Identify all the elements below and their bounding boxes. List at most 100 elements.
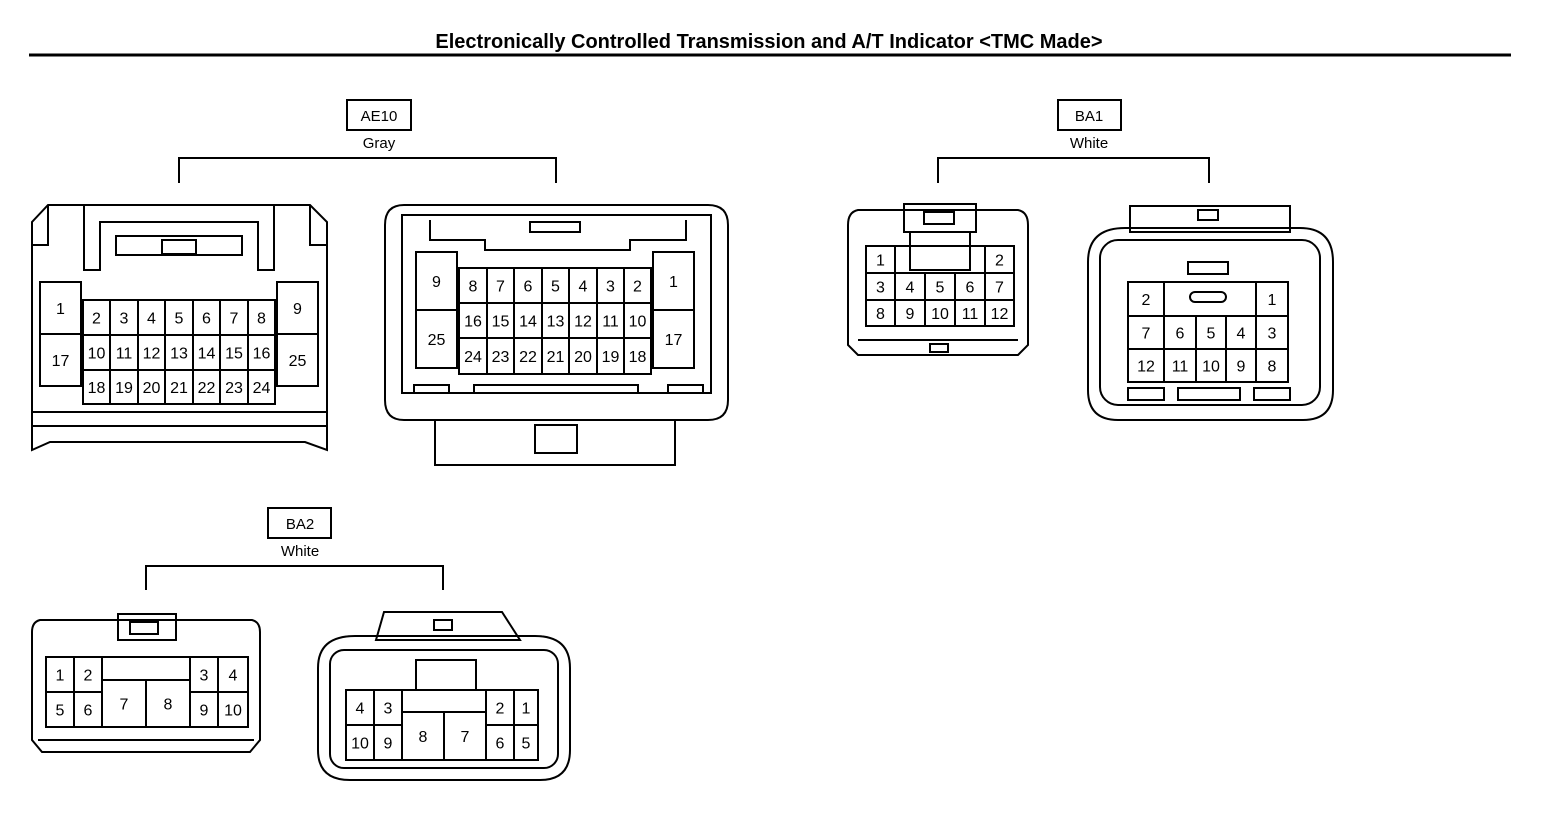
pin-cell <box>458 337 488 375</box>
pin-cell <box>652 309 695 369</box>
housing-detail <box>929 343 949 353</box>
ae10-left-housing <box>31 204 328 452</box>
pin-label: 2 <box>1142 292 1151 309</box>
ae10-left-latch-inner <box>115 235 243 256</box>
pin-label: 5 <box>175 311 184 328</box>
pin-label: 7 <box>995 280 1004 297</box>
pin-cell <box>568 267 598 304</box>
pin-label: 5 <box>522 736 531 753</box>
pin-label: 10 <box>1202 359 1220 376</box>
pin-label: 4 <box>356 701 365 718</box>
pin-label: 12 <box>574 314 592 331</box>
pin-label: 6 <box>966 280 975 297</box>
pin-label: 9 <box>906 306 915 323</box>
ba1-left-latch <box>903 203 977 233</box>
pin-label: 13 <box>170 346 188 363</box>
pin-label: 5 <box>1207 326 1216 343</box>
pin-label: 2 <box>84 668 93 685</box>
pin-label: 2 <box>496 701 505 718</box>
pin-label: 25 <box>289 353 307 370</box>
pin-cell <box>164 369 194 405</box>
housing-detail <box>415 659 477 691</box>
pin-label: 14 <box>519 314 537 331</box>
housing-detail <box>1177 387 1241 401</box>
pin-label: 5 <box>936 280 945 297</box>
pin-label: 4 <box>579 279 588 296</box>
pin-cell <box>1195 315 1227 350</box>
pin-cell <box>865 245 896 274</box>
pin-label: 10 <box>224 703 242 720</box>
pin-label: 21 <box>170 380 188 397</box>
pin-label: 12 <box>143 346 161 363</box>
pin-cell <box>894 272 926 301</box>
pin-label: 11 <box>1172 359 1189 376</box>
ba1-code-label: BA1 <box>1075 108 1103 125</box>
pin-cell <box>217 691 249 728</box>
pin-label: 20 <box>143 380 161 397</box>
ba2-right-inner <box>329 649 559 769</box>
ba1-bracket <box>937 157 1210 183</box>
pin-cell <box>894 299 926 327</box>
pin-cell <box>541 337 570 375</box>
pin-label: 7 <box>230 311 239 328</box>
ba2-left-lock <box>129 621 159 635</box>
pin-label: 2 <box>995 253 1004 270</box>
ae10-code-box <box>346 99 412 131</box>
pin-cell <box>1163 348 1197 383</box>
ba2-left-latch <box>117 613 177 641</box>
pin-label: 10 <box>351 736 369 753</box>
pin-label: 18 <box>629 349 647 366</box>
housing-detail <box>32 205 49 246</box>
pin-label: 5 <box>56 703 65 720</box>
ba2-left-housing <box>31 619 261 753</box>
pin-label: 1 <box>1268 292 1277 309</box>
pin-label: 15 <box>492 314 510 331</box>
pin-label: 1 <box>522 701 531 718</box>
pin-label: 14 <box>198 346 216 363</box>
pin-label: 13 <box>547 314 565 331</box>
ba2-color-label: White <box>281 543 319 560</box>
pin-label: 18 <box>88 380 106 397</box>
housing-detail <box>909 232 971 271</box>
pin-cell <box>401 711 445 761</box>
pin-label: 6 <box>202 311 211 328</box>
pin-label: 3 <box>876 280 885 297</box>
pin-cell <box>39 333 82 387</box>
ba1-right-view <box>1087 205 1334 421</box>
pin-label: 15 <box>225 346 243 363</box>
pin-label: 8 <box>469 279 478 296</box>
ae10-right-inner <box>401 214 712 394</box>
pin-label: 9 <box>1237 359 1246 376</box>
housing-detail <box>473 384 639 394</box>
pin-label: 8 <box>419 729 428 746</box>
pin-label: 3 <box>1268 326 1277 343</box>
ba2-right-latch <box>374 611 522 641</box>
pin-cell <box>623 267 652 304</box>
pin-cell <box>192 299 221 336</box>
ba1-right-latch <box>1129 205 1291 233</box>
pin-label: 9 <box>200 703 209 720</box>
pin-cell <box>1255 315 1289 350</box>
pin-label: 4 <box>906 280 915 297</box>
pin-label: 23 <box>225 380 243 397</box>
pin-label: 7 <box>1142 326 1151 343</box>
pin-cell <box>217 656 249 693</box>
pin-label: 11 <box>116 346 133 363</box>
pin-label: 16 <box>464 314 482 331</box>
pin-label: 6 <box>1176 326 1185 343</box>
pin-label: 3 <box>606 279 615 296</box>
pin-label: 19 <box>602 349 620 366</box>
pin-label: 7 <box>120 697 129 714</box>
pin-label: 9 <box>293 301 302 318</box>
ba1-right-housing <box>1087 227 1334 421</box>
pin-label: 9 <box>432 274 441 291</box>
pin-cell <box>513 724 539 761</box>
pin-label: 6 <box>84 703 93 720</box>
housing-detail <box>413 384 450 394</box>
pin-cell <box>1255 281 1289 317</box>
pin-label: 8 <box>1268 359 1277 376</box>
pin-cell <box>415 309 458 369</box>
